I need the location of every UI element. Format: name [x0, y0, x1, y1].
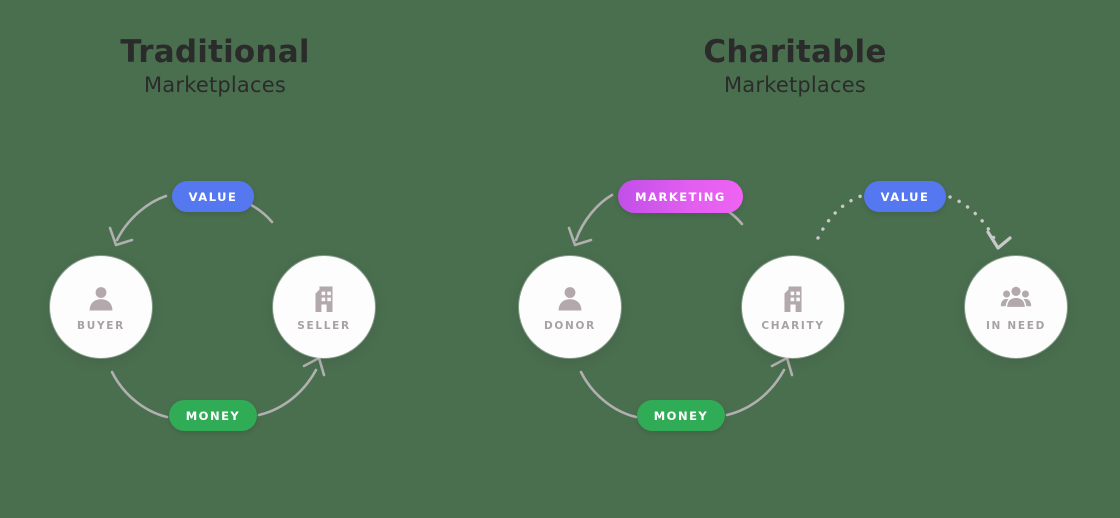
node-seller[interactable]: SELLER	[273, 256, 375, 358]
node-label: CHARITY	[761, 319, 825, 332]
node-donor[interactable]: DONOR	[519, 256, 621, 358]
flow-badge-money-right[interactable]: MONEY	[637, 400, 725, 431]
panel-title-traditional: Traditional Marketplaces	[5, 34, 425, 99]
panel-title-main: Traditional	[120, 34, 310, 70]
building-icon	[777, 283, 809, 315]
node-buyer[interactable]: BUYER	[50, 256, 152, 358]
node-label: IN NEED	[985, 319, 1047, 332]
flow-badge-money-left[interactable]: MONEY	[169, 400, 257, 431]
panel-title-sub: Marketplaces	[723, 73, 867, 98]
node-label: DONOR	[544, 319, 596, 332]
flow-badge-value-left[interactable]: VALUE	[172, 181, 254, 212]
person-icon	[554, 283, 586, 315]
panel-title-main: Charitable	[703, 34, 887, 70]
flow-badge-marketing[interactable]: MARKETING	[618, 180, 743, 213]
person-icon	[85, 283, 117, 315]
group-icon	[1000, 283, 1032, 315]
node-in-need[interactable]: IN NEED	[965, 256, 1067, 358]
node-label: SELLER	[297, 319, 351, 332]
building-icon	[308, 283, 340, 315]
node-label: BUYER	[77, 319, 125, 332]
flow-badge-value-right[interactable]: VALUE	[864, 181, 946, 212]
node-charity[interactable]: CHARITY	[742, 256, 844, 358]
panel-title-charitable: Charitable Marketplaces	[585, 34, 1005, 99]
panel-title-sub: Marketplaces	[143, 73, 287, 98]
